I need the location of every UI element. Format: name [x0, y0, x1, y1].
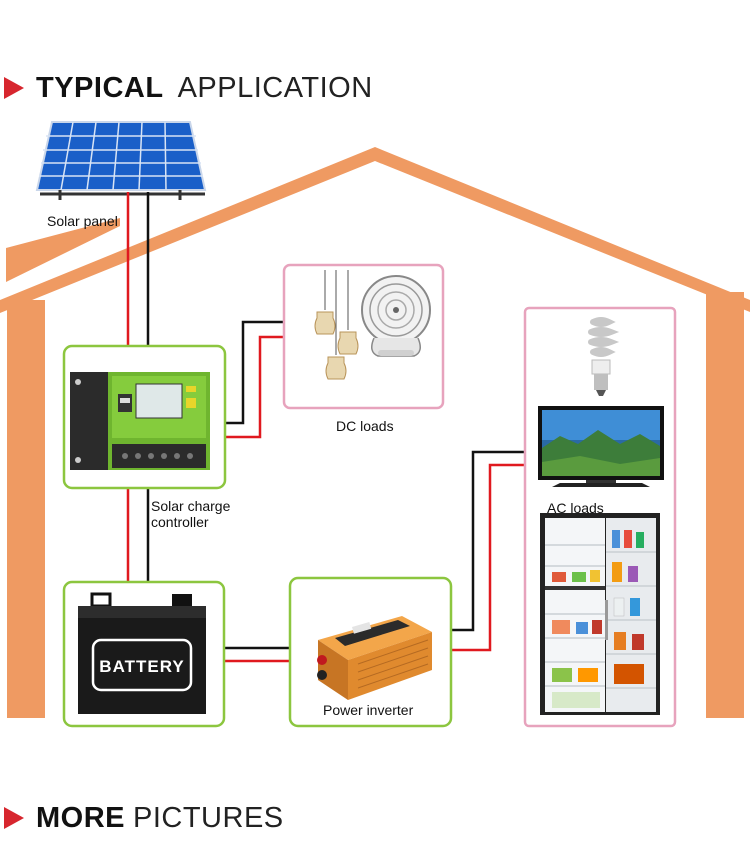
- heading-light: APPLICATION: [177, 71, 373, 104]
- section-heading-typical-application: TYPICAL APPLICATION: [4, 68, 373, 108]
- battery-icon: [78, 592, 206, 714]
- charge-controller-icon: [70, 372, 210, 470]
- battery-label: BATTERY: [99, 657, 184, 676]
- heading-bold: TYPICAL: [36, 71, 164, 104]
- wires: [126, 192, 525, 663]
- house-outline: [0, 147, 750, 718]
- red-triangle-icon: [4, 807, 24, 829]
- power-inverter-label: Power inverter: [323, 702, 414, 718]
- dc-loads-label: DC loads: [336, 418, 394, 434]
- refrigerator-icon: [540, 513, 660, 715]
- red-triangle-icon: [4, 77, 24, 99]
- solar-panel-icon: [35, 121, 207, 200]
- pendant-lamps-icon: [314, 270, 359, 380]
- controller-label-line2: controller: [151, 514, 209, 530]
- ac-loads-label: AC loads: [547, 500, 604, 516]
- light-bulb-icon: [588, 317, 620, 396]
- power-inverter-icon: [317, 616, 432, 700]
- solar-panel-label: Solar panel: [47, 213, 118, 229]
- heading-bold: MORE: [36, 801, 125, 834]
- section-heading-more-pictures: MORE PICTURES: [4, 798, 284, 838]
- tv-icon: [538, 406, 664, 487]
- heading-light: PICTURES: [133, 801, 284, 834]
- fan-icon: [361, 275, 431, 357]
- controller-label-line1: Solar charge: [151, 498, 231, 514]
